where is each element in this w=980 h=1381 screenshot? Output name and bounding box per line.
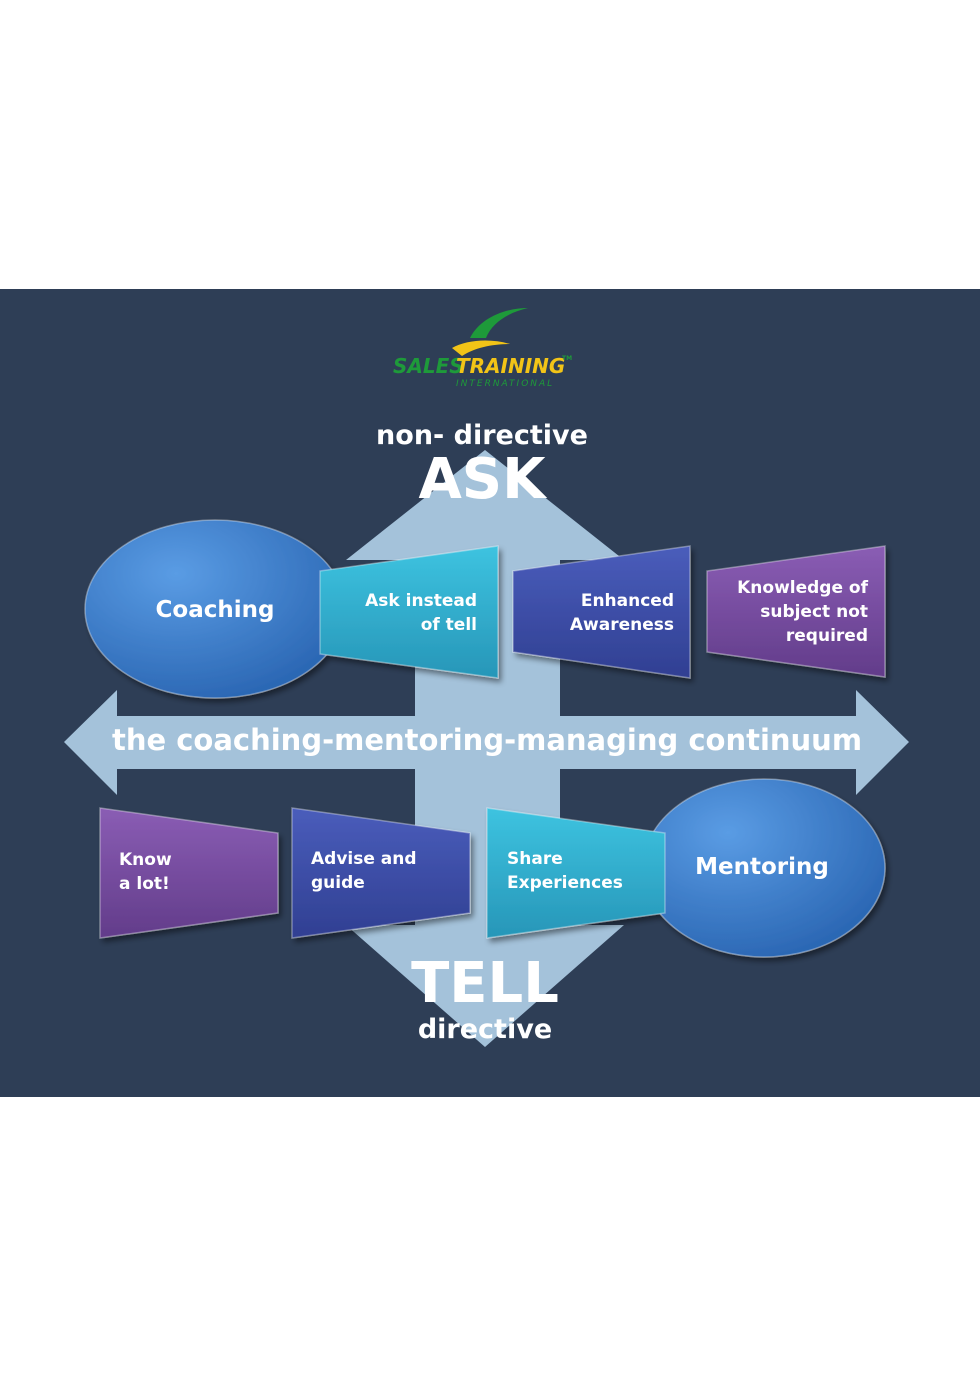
know-a-lot-line-2: a lot! — [119, 874, 170, 894]
horizontal-double-arrow — [64, 690, 909, 795]
knowledge-shape — [706, 545, 886, 678]
logo-tagline: INTERNATIONAL — [456, 379, 554, 389]
logo-brand-primary: SALES — [393, 354, 464, 378]
company-logo: SALES TRAINING TM INTERNATIONAL — [393, 308, 572, 389]
enhanced-awareness-line-2: Awareness — [570, 615, 674, 635]
logo-trademark: TM — [562, 355, 572, 362]
enhanced-awareness-line-1: Enhanced — [581, 591, 674, 611]
logo-brand-secondary: TRAINING — [456, 354, 565, 378]
mentoring-label: Mentoring — [695, 854, 829, 880]
share-experiences-line-2: Experiences — [507, 873, 623, 893]
know-a-lot-shape — [99, 807, 279, 939]
coaching-label: Coaching — [156, 597, 275, 623]
axis-ask-label: ASK — [418, 447, 548, 512]
know-a-lot-line-1: Know — [119, 850, 172, 870]
share-experiences-line-1: Share — [507, 849, 563, 869]
continuum-label: the coaching-mentoring-managing continuu… — [112, 723, 862, 757]
share-experiences-shape — [486, 807, 666, 939]
knowledge-line-1: Knowledge of — [737, 578, 868, 598]
ask-instead-line-1: Ask instead — [365, 591, 477, 611]
enhanced-awareness-shape — [512, 545, 691, 679]
advise-guide-shape — [291, 807, 471, 939]
ask-instead-line-2: of tell — [421, 615, 477, 635]
logo-swoosh-yellow — [452, 340, 510, 356]
axis-tell-label: TELL — [411, 951, 559, 1016]
logo-swoosh-green — [470, 308, 528, 338]
knowledge-line-3: required — [786, 626, 868, 646]
ask-instead-shape — [319, 545, 499, 679]
knowledge-line-2: subject not — [760, 602, 868, 622]
axis-directive-label: directive — [418, 1014, 552, 1045]
advise-guide-line-2: guide — [311, 873, 365, 893]
axis-non-directive-label: non- directive — [376, 420, 588, 451]
advise-guide-line-1: Advise and — [311, 849, 417, 869]
